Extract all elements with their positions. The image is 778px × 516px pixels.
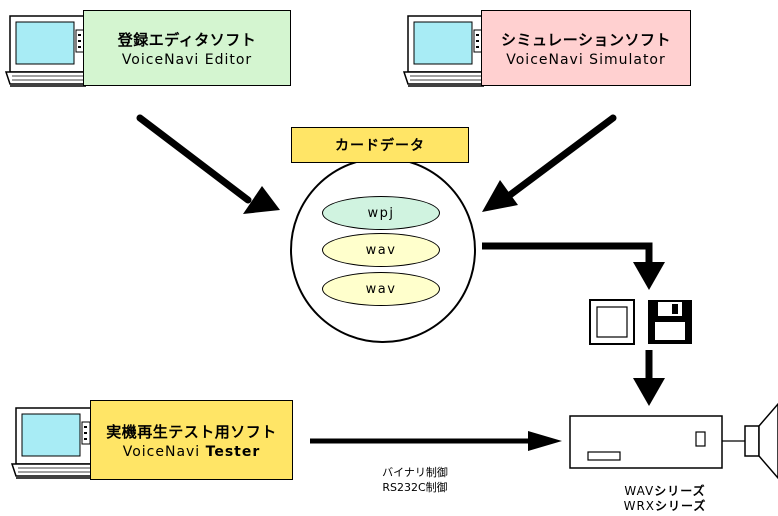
- tester-title-en-prefix: VoiceNavi: [122, 443, 201, 460]
- link-label-binary: バイナリ制御: [382, 466, 448, 479]
- speaker-icon: [722, 402, 778, 480]
- card-data-label: カードデータ: [291, 127, 469, 163]
- file-wav-2: wav: [322, 272, 440, 306]
- arrow-tester-to-device: [310, 431, 562, 451]
- tester-title-jp: 実機再生テスト用ソフト: [106, 422, 277, 441]
- file-wav-1: wav: [322, 233, 440, 267]
- arrow-simulator-to-card: [482, 114, 617, 212]
- series-wav-suffix: シリーズ: [654, 484, 706, 498]
- series-label-wrx: WRXシリーズ: [615, 499, 715, 514]
- file-wpj: wpj: [322, 196, 440, 230]
- arrow-editor-to-card: [136, 114, 280, 214]
- series-label-wav: WAVシリーズ: [615, 484, 715, 499]
- editor-laptop-icon: [5, 15, 91, 87]
- arrow-media-to-device: [633, 350, 665, 406]
- arrow-card-to-media: [482, 242, 665, 290]
- editor-title-en: VoiceNavi Editor: [121, 51, 253, 68]
- editor-software-box: 登録エディタソフト VoiceNavi Editor: [83, 10, 291, 86]
- tester-title-en-bold: Tester: [205, 443, 261, 460]
- editor-title-jp: 登録エディタソフト: [117, 30, 257, 49]
- tester-laptop-icon: [11, 407, 97, 479]
- series-wav-prefix: WAV: [624, 484, 655, 498]
- simulator-laptop-icon: [403, 15, 489, 87]
- tester-software-box: 実機再生テスト用ソフト VoiceNavi Tester: [90, 400, 293, 480]
- series-wrx-suffix: シリーズ: [655, 499, 707, 513]
- simulator-title-en: VoiceNavi Simulator: [506, 51, 666, 68]
- link-label-rs232c: RS232C制御: [382, 481, 448, 494]
- floppy-disk-icon: [648, 300, 692, 344]
- memory-card-icon: [589, 299, 635, 345]
- series-wrx-prefix: WRX: [623, 499, 656, 513]
- simulator-software-box: シミュレーションソフト VoiceNavi Simulator: [481, 10, 691, 86]
- simulator-title-jp: シミュレーションソフト: [501, 30, 671, 49]
- tester-title-en: VoiceNavi Tester: [123, 444, 261, 460]
- playback-device-icon: [569, 415, 723, 469]
